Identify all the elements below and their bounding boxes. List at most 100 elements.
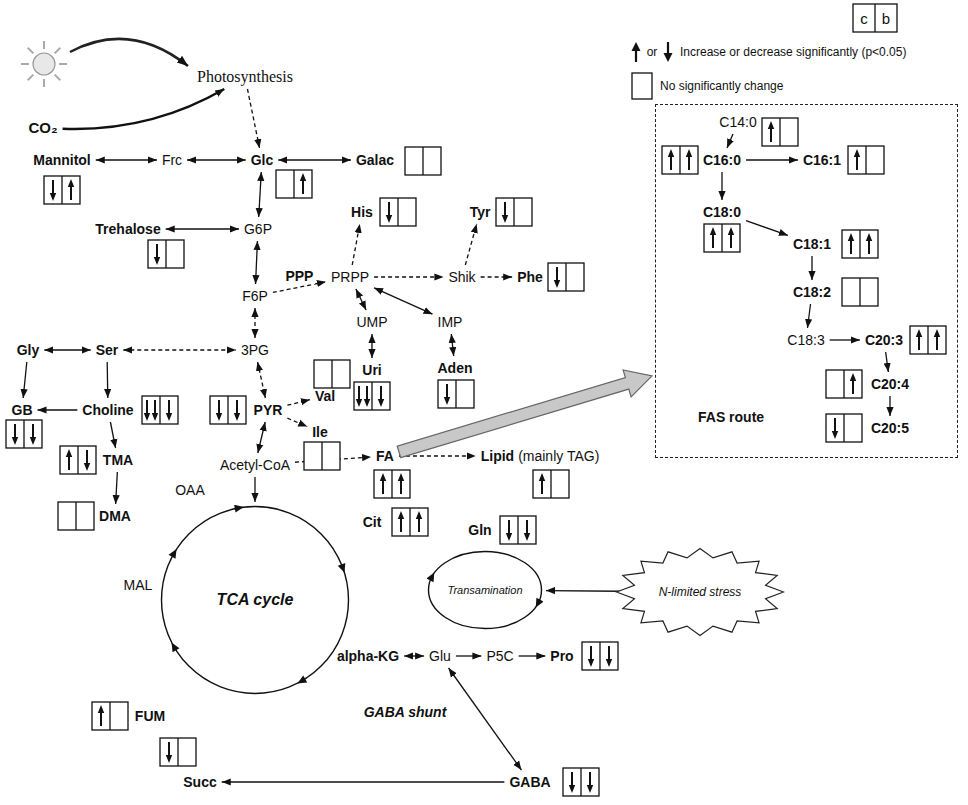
node-text: Pro xyxy=(550,648,573,664)
pathway-arrow xyxy=(830,339,860,340)
indicator-box xyxy=(826,414,862,442)
arrow-head xyxy=(588,659,594,667)
metabolite-label: Shik xyxy=(446,268,477,286)
arrow-head xyxy=(386,215,392,223)
change-indicator xyxy=(500,516,536,544)
pathway-arrow xyxy=(811,256,812,280)
stress-starburst: N-limited stress xyxy=(615,547,785,637)
node-text: 3PG xyxy=(241,342,269,358)
node-text: Glc xyxy=(251,152,274,168)
indicator-box xyxy=(405,147,441,175)
pathway-arrow xyxy=(287,418,307,426)
node-text: C20:4 xyxy=(871,376,909,392)
arrow-shaft xyxy=(218,400,220,414)
arrow-head xyxy=(866,233,872,241)
cycle-arrowhead xyxy=(427,572,434,582)
arrow-shaft xyxy=(730,234,732,248)
indicator-divider xyxy=(927,326,928,354)
pathway-arrow xyxy=(123,349,236,350)
node-text: Ser xyxy=(96,342,119,358)
metabolite-label: Acetyl-CoA xyxy=(218,456,292,474)
arrow-head xyxy=(587,785,593,793)
indicator-box xyxy=(304,442,340,470)
pathway-arrow xyxy=(256,241,258,284)
pathway-arrow xyxy=(746,221,788,236)
arrow-head xyxy=(152,413,158,421)
indicator-box xyxy=(438,380,474,408)
pathway-arrow xyxy=(889,396,890,416)
indicator-box xyxy=(582,642,618,670)
metabolite-label: Choline xyxy=(80,401,135,419)
arrow-shaft xyxy=(388,202,390,216)
metabolite-label: C18:2 xyxy=(791,283,833,301)
node-text: PRPP xyxy=(331,269,369,285)
metabolite-label: Tyr xyxy=(468,203,493,221)
arrow-shaft xyxy=(856,156,858,170)
indicator-box xyxy=(662,146,698,174)
pathway-arrow xyxy=(727,134,733,148)
indicator-box xyxy=(848,146,884,174)
pathway-arrow xyxy=(107,362,109,398)
pathway-arrow xyxy=(456,655,481,656)
change-indicator xyxy=(58,502,94,530)
arrow-head xyxy=(154,257,160,265)
arrow-shaft xyxy=(868,240,870,254)
pathway-arrow xyxy=(721,172,722,200)
node-text: Galac xyxy=(356,152,394,168)
indicator-box xyxy=(910,326,946,354)
node-text: alpha-KG xyxy=(337,648,399,664)
block-arrow xyxy=(397,370,652,458)
metabolite-label: C18:1 xyxy=(791,235,833,253)
metabolite-label: Ile xyxy=(310,423,330,441)
arrow-head xyxy=(12,437,18,445)
metabolite-label: UMP xyxy=(354,313,389,331)
node-text: FA xyxy=(376,448,394,464)
change-indicator xyxy=(142,396,178,424)
arrow-shaft xyxy=(556,267,558,281)
arrow-shaft xyxy=(32,424,34,438)
pathway-arrow xyxy=(247,89,259,148)
cycle-circle: TCA cycle xyxy=(160,505,350,695)
arrow-shaft xyxy=(52,180,54,194)
pathway-arrow xyxy=(44,349,90,350)
indicator-divider xyxy=(331,360,332,388)
metabolite-label: Uri xyxy=(360,361,383,379)
arrow-shaft xyxy=(400,518,402,532)
metabolite-label: PYR xyxy=(252,401,285,419)
arrow-head xyxy=(416,511,422,519)
indicator-divider xyxy=(159,396,160,424)
arrow-head xyxy=(728,227,734,235)
indicator-divider xyxy=(227,396,228,424)
arrow-shaft xyxy=(14,424,16,438)
indicator-box xyxy=(842,230,878,258)
arrow-head xyxy=(300,173,306,181)
arrow-shaft xyxy=(504,202,506,216)
annotation-text: or xyxy=(647,45,658,59)
indicator-divider xyxy=(177,738,178,766)
indicator-box xyxy=(44,176,80,204)
metabolite-label: Trehalose xyxy=(93,220,162,238)
indicator-divider xyxy=(859,230,860,258)
indicator-divider xyxy=(397,198,398,226)
arrow-head xyxy=(554,280,560,288)
arrow-head xyxy=(710,227,716,235)
change-indicator xyxy=(60,446,96,474)
arrow-shaft xyxy=(380,386,382,400)
arrow-shaft xyxy=(366,386,368,400)
arrow-shaft xyxy=(168,742,170,756)
metabolite-label: Galac xyxy=(354,151,396,169)
annotation-text: b xyxy=(882,10,890,27)
node-text: OAA xyxy=(175,482,205,498)
pathway-arrow xyxy=(465,224,476,265)
node-text: FUM xyxy=(135,708,165,724)
arrow-shaft xyxy=(770,128,772,142)
cycle-arrowhead xyxy=(297,676,307,684)
sun-icon xyxy=(21,41,67,87)
change-indicator xyxy=(762,118,798,146)
indicator-divider xyxy=(77,446,78,474)
arrow-head xyxy=(378,399,384,407)
arrow-shaft xyxy=(571,772,573,786)
node-text: TMA xyxy=(103,452,133,468)
